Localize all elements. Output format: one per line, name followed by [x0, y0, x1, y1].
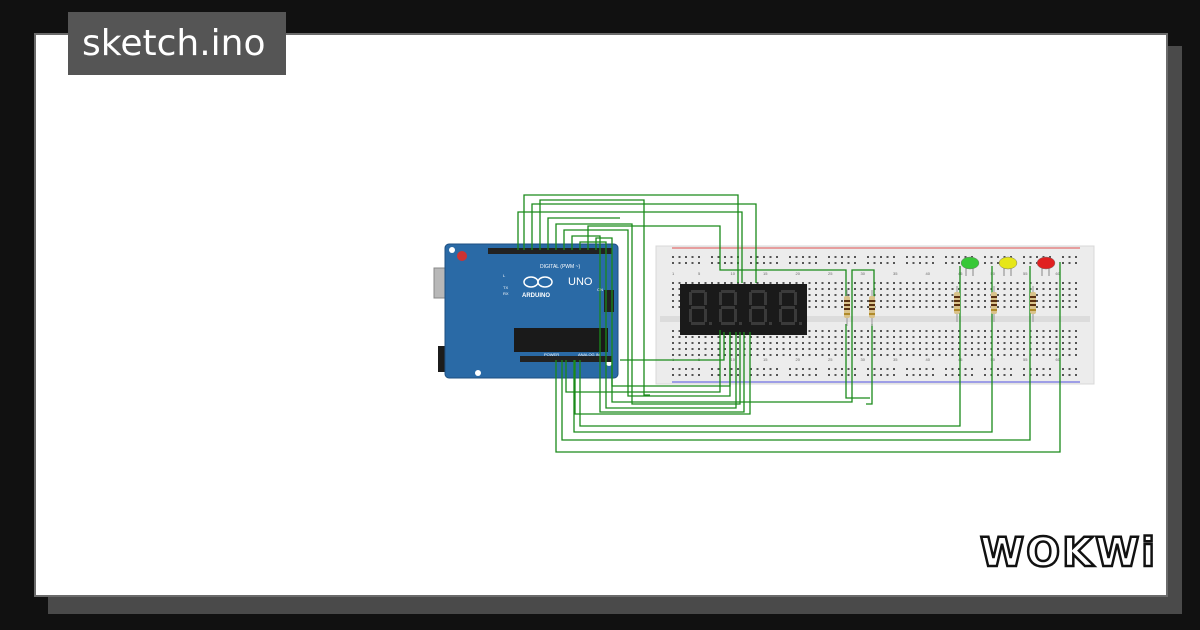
wire [866, 324, 873, 405]
wire [845, 324, 870, 399]
tx-label: TX [503, 285, 508, 290]
wire [573, 266, 993, 433]
column-number: 1 [672, 271, 675, 276]
resistors [844, 286, 1036, 326]
wire [555, 223, 741, 405]
power-analog-header [520, 356, 612, 362]
resistor [954, 286, 960, 322]
yellow-led[interactable] [998, 256, 1018, 276]
display-digit [719, 290, 742, 325]
column-number: 55 [1023, 271, 1028, 276]
display-digit [689, 290, 712, 325]
leds [960, 256, 1056, 276]
column-number: 50 [991, 271, 996, 276]
column-number: 40 [926, 271, 931, 276]
wire [611, 332, 731, 387]
digital-label: DIGITAL (PWM ~) [540, 264, 580, 270]
mount-hole-icon [475, 370, 481, 376]
column-number: 35 [893, 357, 898, 362]
analog-label: ANALOG IN [578, 352, 600, 357]
column-number: 25 [828, 357, 833, 362]
sketch-title-tab[interactable]: sketch.ino [68, 12, 286, 75]
wires [517, 194, 1061, 453]
resistor [869, 290, 875, 326]
wire [620, 332, 725, 361]
green-led[interactable] [960, 256, 980, 276]
resistor [991, 286, 997, 322]
arduino-label: ARDUINO [522, 293, 550, 299]
wokwi-logo: WOKWi [979, 529, 1153, 578]
wire [595, 237, 875, 403]
seven-segment-display[interactable] [680, 284, 807, 335]
arduino-uno-board[interactable]: DIGITAL (PWM ~) UNO ARDUINO POWER ANALOG… [433, 243, 619, 379]
column-number: 25 [828, 271, 833, 276]
reset-button[interactable] [457, 251, 467, 261]
wire [547, 217, 620, 250]
display-digits [689, 290, 802, 325]
red-led[interactable] [1036, 256, 1056, 276]
atmega-chip [514, 328, 608, 352]
column-number: 30 [861, 271, 866, 276]
column-number: 40 [926, 357, 931, 362]
wire [555, 262, 1061, 453]
column-number: 55 [1023, 357, 1028, 362]
column-number: 5 [698, 271, 701, 276]
column-number: 15 [763, 271, 768, 276]
resistor [844, 290, 850, 326]
wire [517, 211, 743, 283]
column-number: 50 [991, 357, 996, 362]
display-digit [749, 290, 772, 325]
wire [561, 266, 1031, 441]
wokwi-logo-text: WOKWi [980, 530, 1153, 576]
digital-header [488, 248, 612, 254]
column-number: 60 [1056, 357, 1061, 362]
infinity-logo-icon [523, 276, 553, 288]
wire [565, 330, 721, 393]
wire [587, 225, 847, 298]
wire [539, 199, 650, 396]
display-digit [779, 290, 802, 325]
column-number: 10 [731, 271, 736, 276]
l-label: L [503, 273, 506, 278]
wire [579, 266, 961, 427]
power-label: POWER [544, 352, 559, 357]
wire [523, 194, 739, 283]
rx-label: RX [503, 291, 509, 296]
wire [571, 235, 745, 413]
column-number: 20 [796, 357, 801, 362]
icsp-header [604, 290, 614, 312]
column-number: 15 [763, 357, 768, 362]
resistor [1030, 286, 1036, 322]
column-number: 35 [893, 271, 898, 276]
uno-label: UNO [568, 276, 593, 288]
mount-hole-icon [449, 247, 455, 253]
column-number: 20 [796, 271, 801, 276]
wire [579, 241, 737, 409]
wire [574, 332, 751, 415]
column-number: 10 [731, 357, 736, 362]
column-number: 30 [861, 357, 866, 362]
column-number: 60 [1056, 271, 1061, 276]
